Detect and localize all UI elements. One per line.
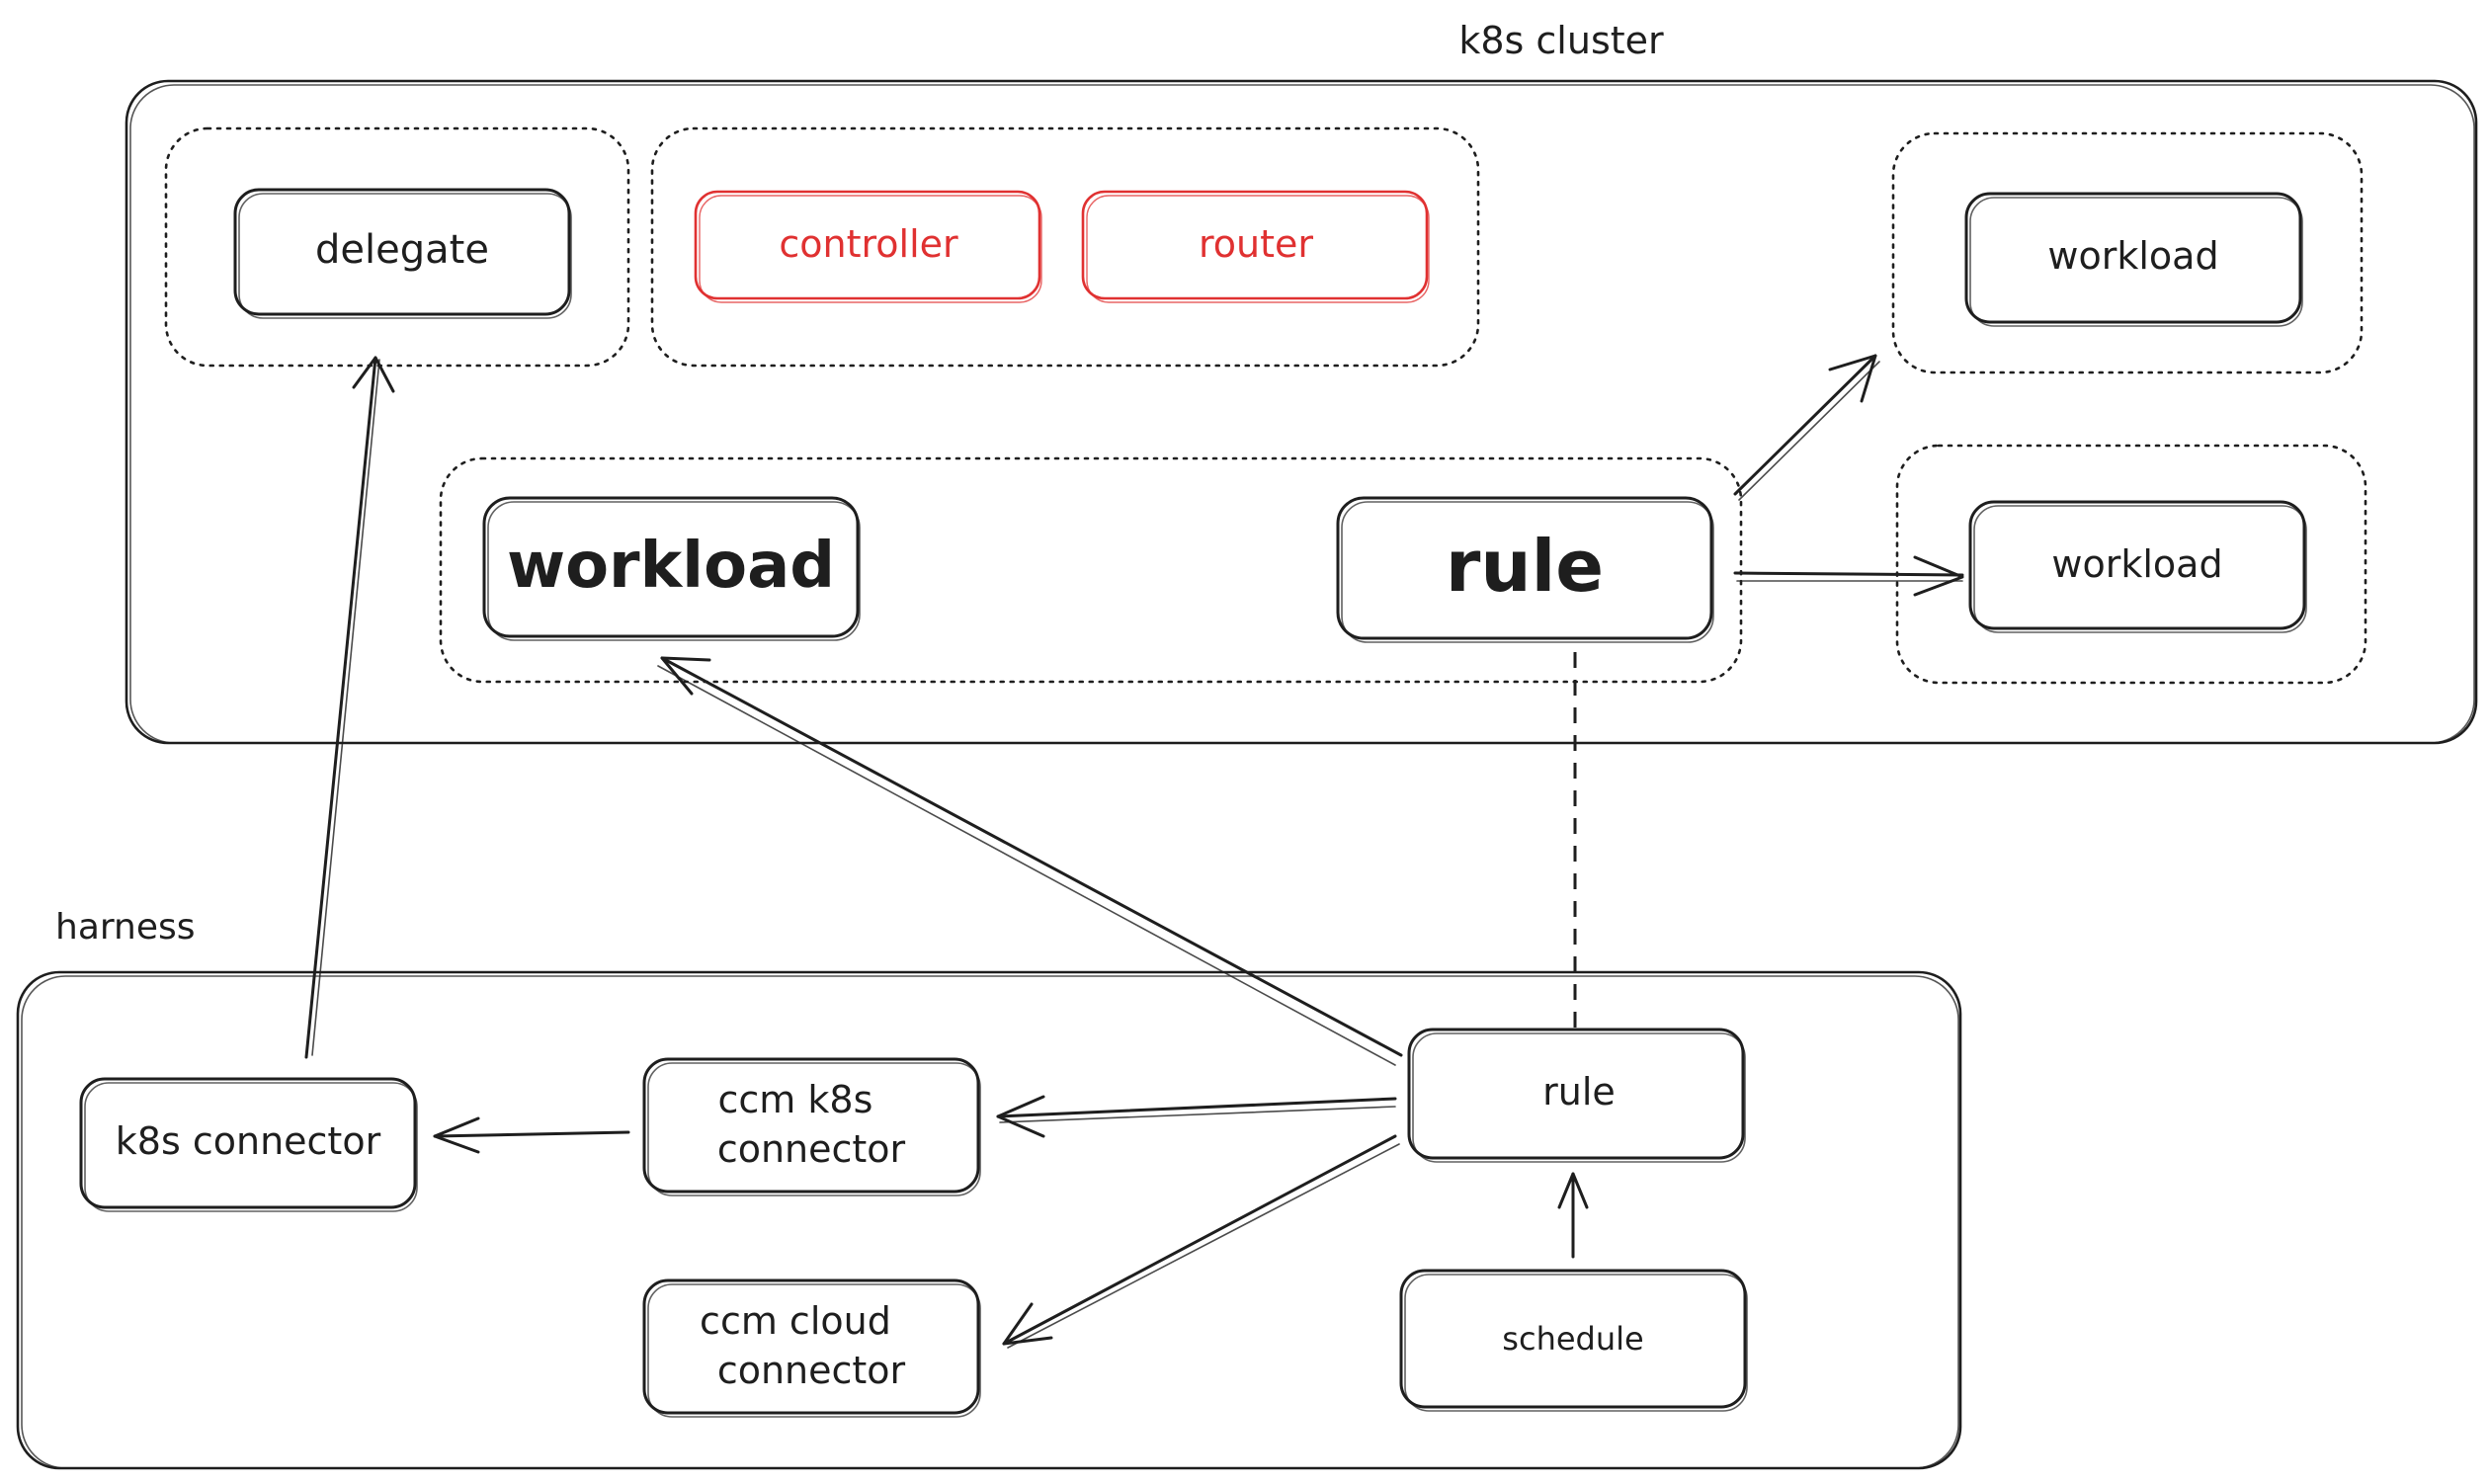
rule-cluster-node: rule <box>1336 496 1714 643</box>
k8s-cluster-frame <box>125 79 2478 745</box>
delegate-group <box>164 126 630 368</box>
ccm-cloud-connector-label: ccm cloud connector <box>700 1299 905 1392</box>
controller-node: controller <box>694 190 1042 303</box>
workload-top-right-node: workload <box>1964 192 2303 327</box>
k8s-cluster-title: k8s cluster <box>1458 19 1664 62</box>
edge-rule-to-workload-mid-right <box>1733 555 1964 597</box>
rule-harness-label: rule <box>1542 1070 1616 1113</box>
ccm-k8s-connector-node: ccm k8s connector <box>642 1057 981 1196</box>
edge-rule-to-workload <box>657 656 1403 1066</box>
workload-mid-right-node: workload <box>1968 500 2307 633</box>
edge-schedule-to-rule <box>1557 1172 1589 1259</box>
workload-rule-group <box>439 456 1743 684</box>
edge-rule-to-ccm-cloud <box>1002 1134 1400 1349</box>
workload-top-right-label: workload <box>2047 234 2218 278</box>
harness-title: harness <box>55 907 196 948</box>
edge-rule-to-workload-top-right <box>1733 354 1880 501</box>
rule-cluster-label: rule <box>1446 525 1604 608</box>
ccm-cloud-connector-node: ccm cloud connector <box>642 1278 981 1418</box>
k8s-connector-node: k8s connector <box>79 1077 418 1212</box>
schedule-label: schedule <box>1502 1320 1643 1358</box>
ccm-k8s-connector-label: ccm k8s connector <box>717 1078 906 1171</box>
k8s-connector-label: k8s connector <box>116 1119 381 1163</box>
ccm-k8s-connector-line-1: ccm k8s <box>718 1078 873 1121</box>
schedule-node: schedule <box>1399 1269 1748 1412</box>
workload-mid-right-label: workload <box>2051 542 2222 586</box>
delegate-node: delegate <box>233 188 572 319</box>
controller-label: controller <box>779 222 958 266</box>
rule-harness-node: rule <box>1407 1028 1746 1163</box>
harness-frame <box>16 970 1962 1470</box>
ccm-k8s-connector-line-2: connector <box>717 1127 906 1171</box>
delegate-label: delegate <box>315 227 489 273</box>
router-label: router <box>1199 222 1313 266</box>
ccm-cloud-connector-line-2: connector <box>717 1349 906 1392</box>
workload-main-node: workload <box>482 496 861 641</box>
edge-k8s-connector-to-delegate <box>304 356 395 1059</box>
edge-rule-to-ccm-k8s <box>996 1095 1397 1138</box>
workload-main-label: workload <box>507 530 835 603</box>
workload-group-mid-right <box>1895 444 2367 685</box>
router-node: router <box>1081 190 1430 303</box>
ccm-cloud-connector-line-1: ccm cloud <box>700 1299 891 1343</box>
edge-ccm-k8s-to-k8s-connector <box>433 1116 630 1154</box>
